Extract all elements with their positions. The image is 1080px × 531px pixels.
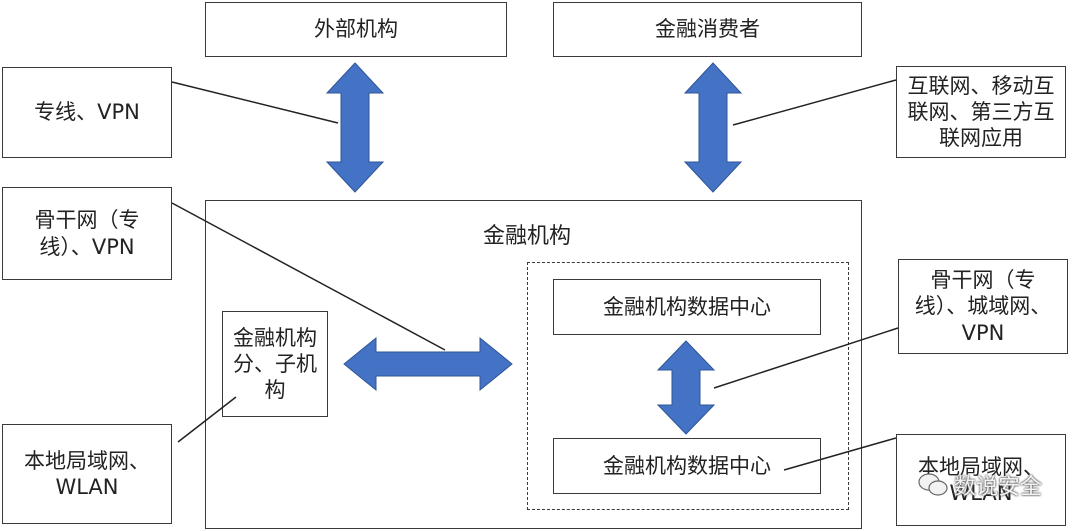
financial-institution-title: 金融机构: [483, 224, 572, 249]
vpn-label: 专线、VPN: [34, 100, 140, 125]
connector-lan-left: [177, 396, 237, 443]
branch-label: 金融机构分、子机构: [233, 325, 317, 403]
vpn-label-box: 专线、VPN: [2, 67, 172, 158]
internet-label: 互联网、移动互联网、第三方互联网应用: [907, 73, 1055, 151]
connector-internet: [732, 79, 897, 126]
double-arrow-branch: [343, 336, 513, 392]
watermark: 数说安全: [918, 469, 1042, 501]
internet-label-box: 互联网、移动互联网、第三方互联网应用: [896, 66, 1066, 158]
watermark-text: 数说安全: [953, 475, 1042, 500]
chat-bubbles-icon: [918, 472, 948, 498]
connector-lan-right: [783, 437, 897, 471]
backbone-left-label-box: 骨干网（专线）、VPN: [2, 187, 172, 280]
backbone-left-label: 骨干网（专线）、VPN: [34, 208, 140, 259]
financial-consumer-label: 金融消费者: [655, 17, 760, 42]
data-center-bottom-label: 金融机构数据中心: [603, 453, 771, 478]
external-institution-box: 外部机构: [205, 2, 507, 57]
external-institution-label: 外部机构: [314, 17, 398, 42]
lan-left-label: 本地局域网、WLAN: [24, 448, 150, 499]
data-center-region: [527, 262, 849, 510]
data-center-top-label: 金融机构数据中心: [603, 294, 771, 319]
connector-backbone-right: [713, 327, 899, 389]
lan-right-label: 本地局域网、WLAN: [918, 454, 1044, 505]
double-arrow-consumer: [683, 62, 743, 193]
connector-backbone-left: [171, 202, 446, 351]
double-arrow-datacenters: [656, 340, 716, 435]
backbone-right-label-box: 骨干网（专线）、城域网、VPN: [898, 259, 1068, 354]
financial-consumer-box: 金融消费者: [553, 2, 862, 57]
connector-vpn: [171, 81, 339, 124]
branch-box: 金融机构分、子机构: [222, 311, 328, 417]
data-center-bottom-box: 金融机构数据中心: [553, 438, 821, 494]
data-center-top-box: 金融机构数据中心: [553, 279, 821, 335]
backbone-right-label: 骨干网（专线）、城域网、VPN: [914, 268, 1052, 345]
double-arrow-external: [325, 62, 385, 193]
lan-left-label-box: 本地局域网、WLAN: [2, 424, 172, 524]
